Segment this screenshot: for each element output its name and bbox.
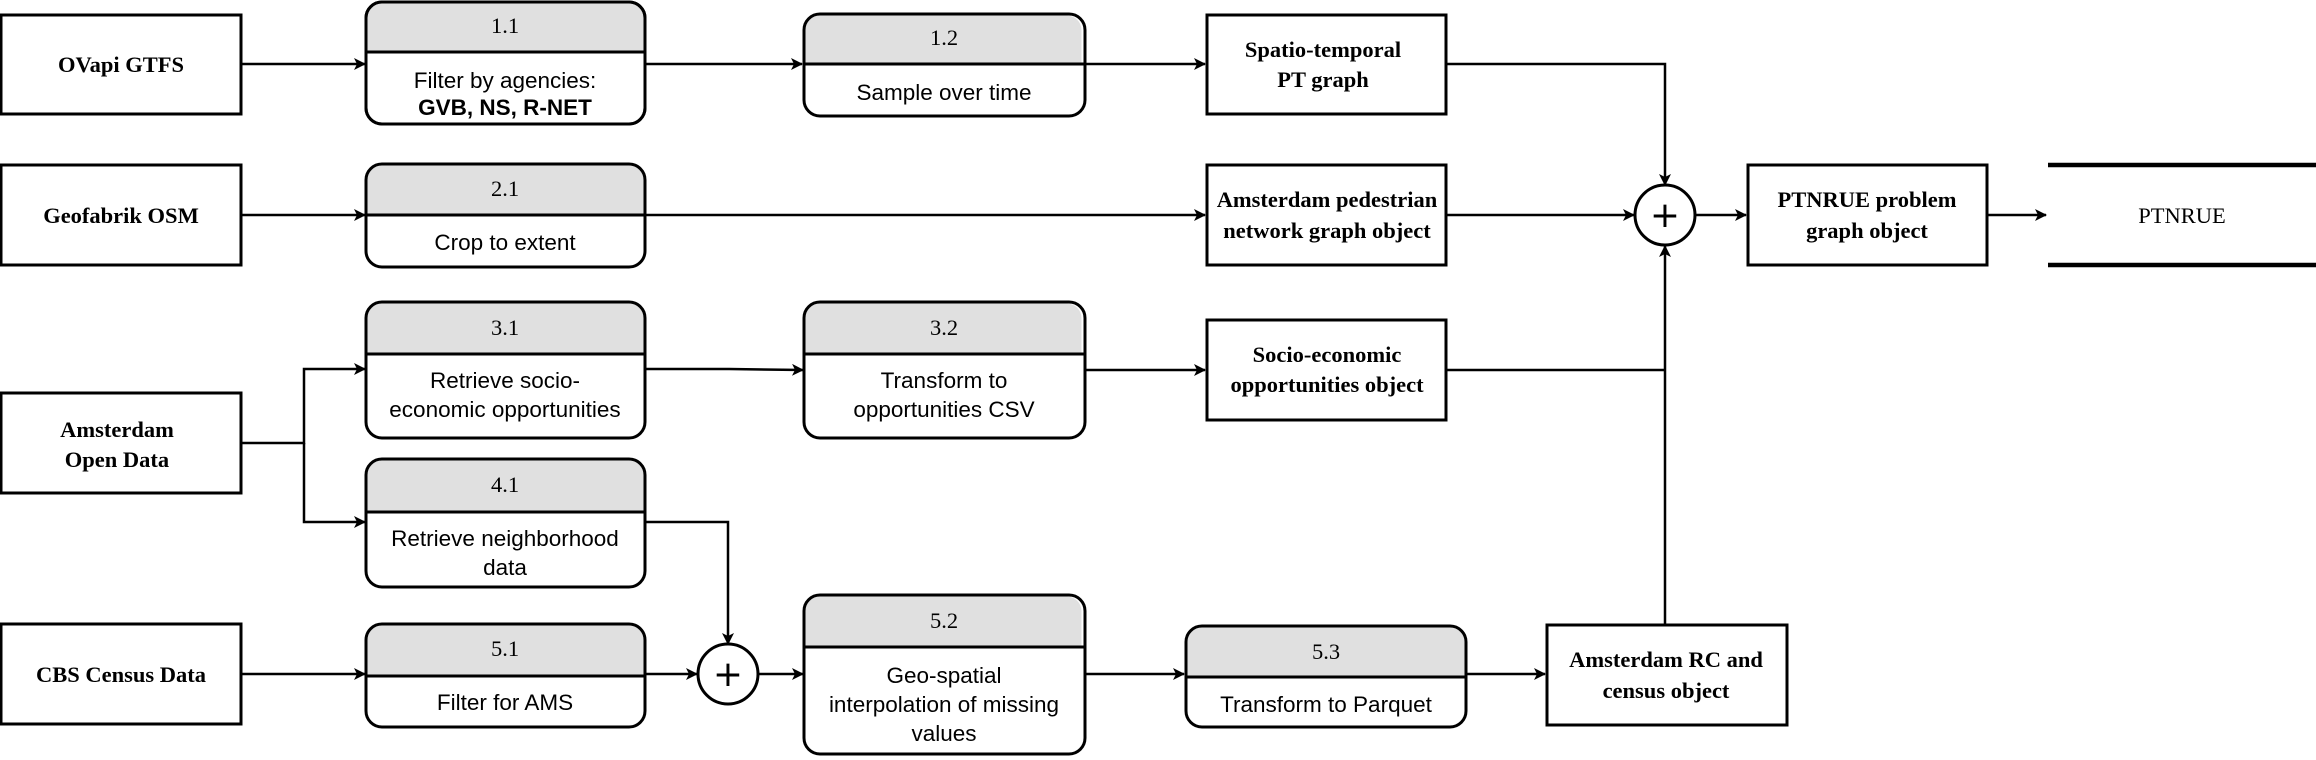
process-4-1: 4.1 Retrieve neighborhood data: [364, 457, 647, 589]
process-2-1-label: Crop to extent: [434, 230, 576, 255]
process-4-1-label-1: Retrieve neighborhood: [391, 526, 619, 551]
edge-amsterdam-to-3-1: [241, 363, 366, 445]
process-1-2-label: Sample over time: [856, 80, 1031, 105]
process-5-2-label-3: values: [911, 721, 976, 746]
process-3-1-id: 3.1: [491, 315, 519, 340]
process-5-1: 5.1 Filter for AMS: [364, 622, 647, 729]
datastore-ptnrue-label: PTNRUE: [2138, 203, 2226, 228]
process-3-1-label-2: economic opportunities: [389, 397, 620, 422]
process-3-1: 3.1 Retrieve socio- economic opportuniti…: [364, 300, 647, 440]
process-5-2-label-2: interpolation of missing: [829, 692, 1059, 717]
object-pt-graph: Spatio-temporal PT graph: [1205, 13, 1448, 116]
object-problem-graph: PTNRUE problem graph object: [1746, 163, 1989, 267]
source-cbs-census-data-label: CBS Census Data: [36, 662, 206, 687]
process-1-1-label-1: Filter by agencies:: [414, 68, 597, 93]
source-amsterdam-open-data-label-2: Open Data: [65, 447, 169, 472]
process-1-1-id: 1.1: [491, 13, 519, 38]
process-2-1-id: 2.1: [491, 176, 519, 201]
source-cbs-census-data: CBS Census Data: [0, 622, 243, 726]
object-socio-economic-label-1: Socio-economic: [1253, 342, 1402, 367]
object-problem-graph-label-1: PTNRUE problem: [1778, 187, 1957, 212]
datastore-ptnrue: PTNRUE: [2048, 162, 2316, 268]
edge-3-1-to-3-2: [646, 363, 804, 376]
process-5-3: 5.3 Transform to Parquet: [1184, 624, 1468, 729]
process-3-2-label-1: Transform to: [881, 368, 1008, 393]
object-problem-graph-label-2: graph object: [1806, 218, 1928, 243]
process-1-2: 1.2 Sample over time: [802, 12, 1087, 118]
edge-4-1-to-merge: [646, 520, 734, 645]
merge-node-top: +: [1633, 183, 1697, 247]
edges: [241, 58, 2047, 680]
process-3-2-label-2: opportunities CSV: [853, 397, 1034, 422]
object-pedestrian-graph: Amsterdam pedestrian network graph objec…: [1205, 163, 1448, 267]
source-amsterdam-open-data: Amsterdam Open Data: [0, 391, 243, 495]
object-pedestrian-graph-label-1: Amsterdam pedestrian: [1217, 187, 1438, 212]
process-3-2: 3.2 Transform to opportunities CSV: [802, 300, 1087, 440]
process-1-1-label-2: GVB, NS, R-NET: [418, 95, 592, 120]
merge-node-bottom-symbol: +: [713, 654, 743, 695]
object-pedestrian-graph-label-2: network graph object: [1223, 218, 1431, 243]
source-geofabrik-osm: Geofabrik OSM: [0, 163, 243, 267]
merge-node-top-symbol: +: [1650, 195, 1680, 236]
source-geofabrik-osm-label: Geofabrik OSM: [43, 203, 199, 228]
process-4-1-label-2: data: [483, 555, 527, 580]
source-ovapi-gtfs-label: OVapi GTFS: [58, 52, 184, 77]
process-1-2-id: 1.2: [930, 25, 958, 50]
process-5-2: 5.2 Geo-spatial interpolation of missing…: [802, 593, 1087, 756]
source-ovapi-gtfs: OVapi GTFS: [0, 13, 243, 116]
process-1-1: 1.1 Filter by agencies: GVB, NS, R-NET: [364, 0, 647, 126]
process-5-1-label: Filter for AMS: [437, 690, 573, 715]
process-5-2-label-1: Geo-spatial: [886, 663, 1001, 688]
process-4-1-id: 4.1: [491, 472, 519, 497]
object-rc-census: Amsterdam RC and census object: [1545, 623, 1789, 727]
edge-amsterdam-to-4-1: [302, 443, 366, 528]
object-rc-census-label-2: census object: [1603, 678, 1730, 703]
process-2-1: 2.1 Crop to extent: [364, 162, 647, 269]
process-3-1-label-1: Retrieve socio-: [430, 368, 580, 393]
object-pt-graph-label-2: PT graph: [1277, 67, 1369, 92]
edge-pt-graph-to-merge: [1446, 62, 1671, 186]
object-socio-economic-label-2: opportunities object: [1230, 372, 1424, 397]
process-5-2-id: 5.2: [930, 608, 958, 633]
object-rc-census-label-1: Amsterdam RC and: [1569, 647, 1763, 672]
source-amsterdam-open-data-label-1: Amsterdam: [60, 417, 174, 442]
process-5-3-label: Transform to Parquet: [1220, 692, 1432, 717]
process-5-3-id: 5.3: [1312, 639, 1340, 664]
object-socio-economic: Socio-economic opportunities object: [1205, 318, 1448, 422]
process-5-1-id: 5.1: [491, 636, 519, 661]
process-3-2-id: 3.2: [930, 315, 958, 340]
object-pt-graph-label-1: Spatio-temporal: [1245, 37, 1401, 62]
merge-node-bottom: +: [696, 642, 760, 706]
